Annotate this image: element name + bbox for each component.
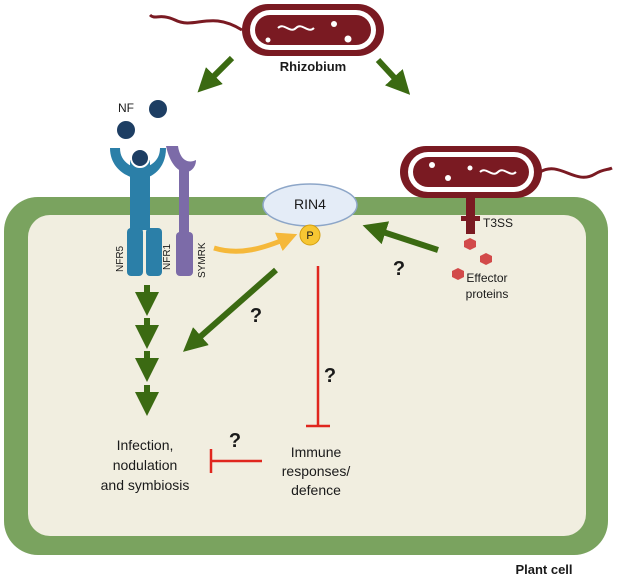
effector-label-line2: proteins [466, 287, 509, 301]
nf-label: NF [118, 101, 134, 115]
nfr5-receptor [110, 148, 143, 276]
plant-cell-label: Plant cell [515, 562, 572, 577]
nf-bound-dot [130, 148, 150, 168]
nfr1-receptor [140, 148, 166, 276]
symrk-label: SYMRK [197, 242, 208, 278]
question-mark: ? [393, 258, 405, 280]
bacterium-t3ss [400, 146, 613, 234]
rhizobium-label: Rhizobium [280, 59, 346, 74]
phospho-group [299, 224, 321, 246]
arrow-rhizobium-to-nf [197, 55, 235, 93]
immune-line2: responses/ [282, 463, 351, 479]
arrow-rhizobium-to-t3ss [375, 57, 411, 95]
effector-protein [464, 238, 476, 250]
effector-label-line1: Effector [466, 271, 507, 285]
nfr5-label: NFR5 [115, 245, 126, 272]
outcome-line2: nodulation [113, 457, 178, 473]
t3ss-label: T3SS [483, 216, 513, 230]
immune-line1: Immune [291, 444, 342, 460]
arrow-rin4-to-infection [182, 267, 278, 352]
effector-protein [480, 253, 492, 265]
rin4-label: RIN4 [294, 196, 326, 212]
nfr1-label: NFR1 [162, 243, 173, 270]
outcome-line1: Infection, [117, 437, 174, 453]
question-mark: ? [250, 305, 262, 327]
symrk-receptor [166, 146, 196, 276]
arrow-effectors-to-rin4 [362, 221, 439, 253]
effector-protein [452, 268, 464, 280]
outcome-line3: and symbiosis [101, 477, 190, 493]
arrow-symrk-to-rin4 [213, 232, 298, 254]
nf-dot [117, 121, 135, 139]
rhizobium-bacterium [148, 4, 384, 56]
immune-line3: defence [291, 482, 341, 498]
phospho-label: P [306, 230, 313, 242]
nf-dot [149, 100, 167, 118]
cytoplasm [28, 215, 586, 536]
question-mark: ? [229, 430, 241, 452]
question-mark: ? [324, 365, 336, 387]
